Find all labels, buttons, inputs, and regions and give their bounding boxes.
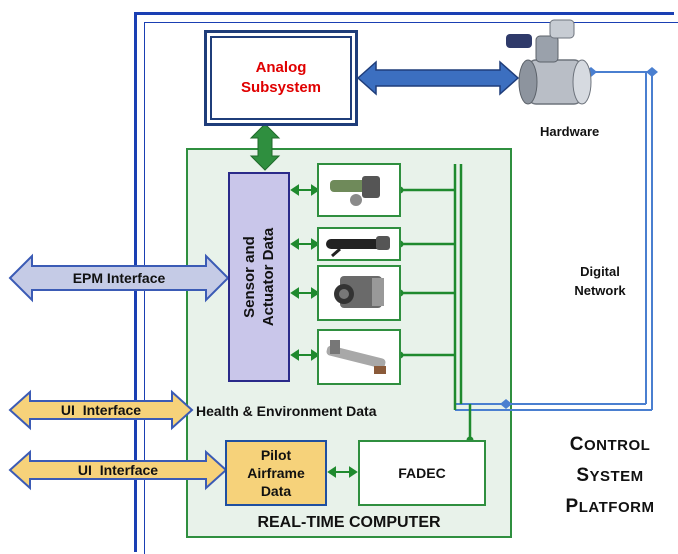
ui-interface-label-1: UI Interface [60, 402, 142, 418]
analog-sensor-arrow [249, 123, 281, 171]
digital-line1: Digital [580, 264, 620, 279]
csp-line2-rest: YSTEM [589, 468, 644, 485]
csp-line2-initial: S [576, 465, 590, 486]
digital-line2: Network [574, 283, 626, 298]
hardware-label: Hardware [540, 124, 600, 139]
analog-subsystem-line2: Subsystem [240, 79, 322, 96]
sensor-component-links [290, 184, 358, 478]
real-time-computer-label: REAL-TIME COMPUTER [257, 514, 441, 531]
health-environment-label: Health & Environment Data [196, 403, 377, 419]
pilot-line3: Data [260, 483, 292, 499]
sensor-actuator-data-box: Sensor and Actuator Data [228, 172, 290, 382]
actuator-icon-3 [326, 340, 386, 374]
sensor-line1: Sensor and [241, 236, 258, 318]
fadec-label: FADEC [398, 465, 446, 481]
control-system-platform-label: CONTROL SYSTEM PLATFORM [545, 430, 675, 523]
pilot-line2: Airframe [247, 465, 305, 481]
digital-network-lines [455, 71, 653, 411]
analog-hardware-arrow [356, 60, 520, 96]
pilot-airframe-data-box: Pilot Airframe Data [225, 440, 327, 506]
fadec-box: FADEC [358, 440, 486, 506]
epm-interface-label: EPM Interface [72, 270, 166, 286]
green-bus [400, 164, 472, 440]
ui-interface-arrow-1 [8, 389, 194, 431]
ui-interface-label-2: UI Interface [77, 462, 159, 478]
actuator-icon-1 [330, 176, 380, 206]
digital-network-label: Digital Network [568, 262, 632, 300]
actuator-icon-2 [326, 236, 390, 258]
csp-line1-initial: C [569, 434, 584, 455]
csp-line3-rest: LATFORM [578, 499, 655, 516]
sensor-camera-icon [334, 276, 384, 308]
analog-subsystem-line1: Analog [255, 59, 307, 76]
analog-subsystem-box: Analog Subsystem [204, 30, 358, 126]
csp-line1-rest: ONTROL [583, 437, 651, 454]
pilot-line1: Pilot [260, 447, 292, 463]
csp-line3-initial: P [565, 496, 579, 517]
sensor-line2: Actuator Data [260, 227, 277, 327]
valve-hardware-icon [506, 19, 592, 105]
